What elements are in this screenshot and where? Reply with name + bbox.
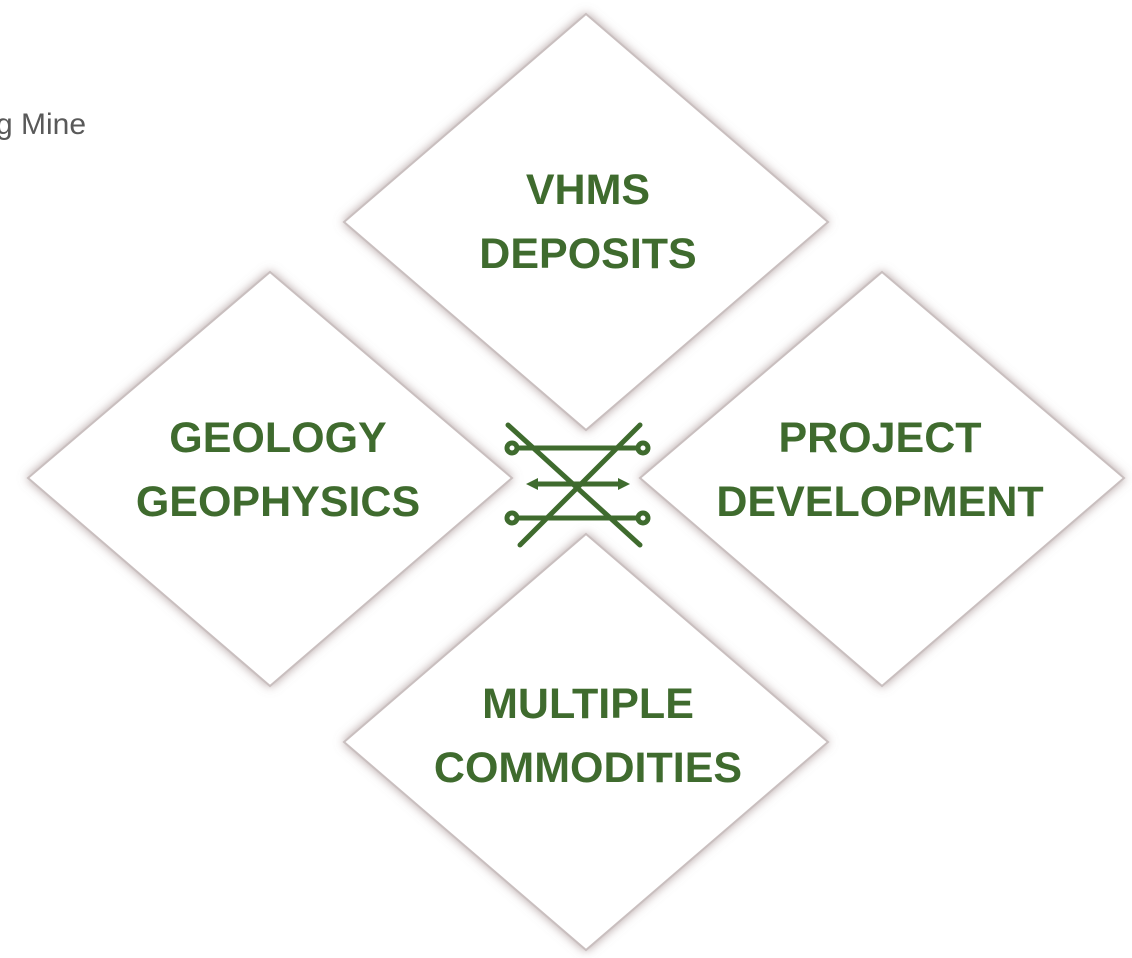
circuit-connector-icon [504,422,651,548]
diamond-vhms-deposits: VHMS DEPOSITS [342,12,830,432]
diamond-multiple-commodities: MULTIPLE COMMODITIES [342,532,830,952]
development-label: DEVELOPMENT [716,478,1043,526]
commodities-label: COMMODITIES [434,744,742,792]
multiple-label: MULTIPLE [482,680,694,728]
geophysics-label: GEOPHYSICS [136,478,420,526]
diamond-geology-geophysics: GEOLOGY GEOPHYSICS [26,270,514,688]
corner-caption: g Mine [0,108,87,141]
project-label: PROJECT [778,414,981,462]
deposits-label: DEPOSITS [479,230,696,278]
vhms-label: VHMS [526,166,650,214]
diamond-project-development: PROJECT DEVELOPMENT [638,270,1126,688]
geology-label: GEOLOGY [169,414,386,462]
